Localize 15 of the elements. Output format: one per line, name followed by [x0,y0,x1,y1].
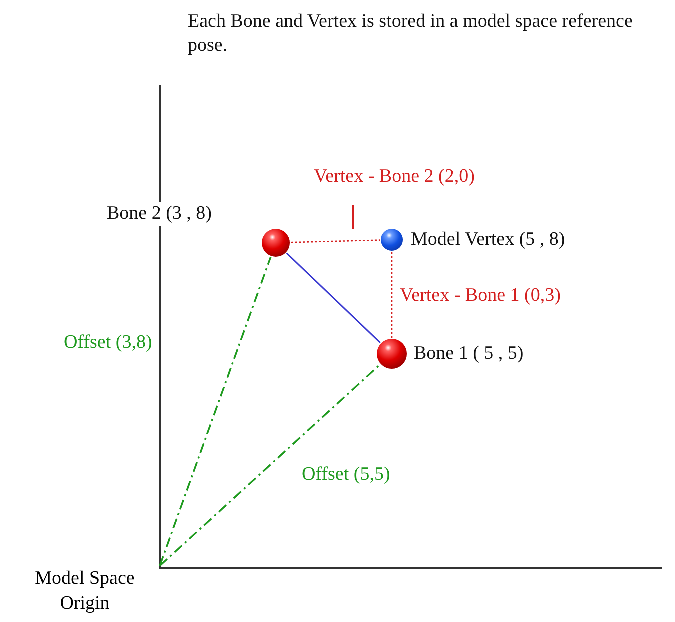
sphere-joint [262,229,290,257]
dashed-line [290,240,380,244]
edge-label: Offset (5,5) [302,463,390,487]
sphere-joint [381,229,403,251]
dashed-line [391,252,393,338]
dashed-line [159,364,381,567]
edge-label: Vertex - Bone 2 (2,0) [314,165,475,189]
connector-line [286,252,381,344]
point-label: Bone 2 (3 , 8) [107,202,212,226]
origin-label: Model Space Origin [10,566,160,616]
edge-label: Offset (3,8) [64,331,152,355]
sphere-joint [377,339,407,369]
note-text: Each Bone and Vertex is stored in a model space reference pose. [188,10,634,58]
dashed-line [159,256,272,566]
edge-label: Vertex - Bone 1 (0,3) [400,284,561,308]
